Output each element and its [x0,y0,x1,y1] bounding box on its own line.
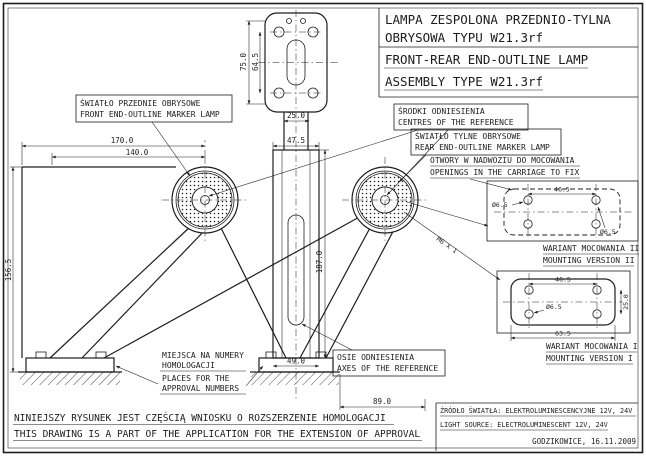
mounting-plate-top-view [264,12,328,113]
source-en: LIGHT SOURCE: ELECTROLUMINESCENT 12V, 24… [440,421,608,429]
label-openings-en: OPENINGS IN THE CARRIAGE TO FIX [430,168,579,177]
title-pl-line1: LAMPA ZESPOLONA PRZEDNIO-TYLNA [385,12,611,27]
front-outline-lamp [161,156,249,244]
label-mounting-variant-2: WARIANT MOCOWANIA II MOUNTING VERSION II [543,244,640,267]
label-front-lamp-en: FRONT END-OUTLINE MARKER LAMP [80,110,220,119]
dim-base-span-89: 89.0 [339,374,426,411]
front-view-body [21,166,398,359]
dim-v2-46-5-text: 46.5 [554,186,570,194]
label-variant2-en: MOUNTING VERSION II [543,256,635,265]
label-approval-en2: APPROVAL NUMBERS [162,384,239,393]
dim-75-text: 75.0 [239,52,248,71]
dim-overall-width-170: 170.0 [21,136,206,165]
title-en-line1: FRONT-REAR END-OUTLINE LAMP [385,52,588,67]
label-front-lamp: ŚWIATŁO PRZEDNIE OBRYSOWE FRONT END-OUTL… [75,94,233,177]
dim-v1-25-text: 25.0 [622,294,630,310]
label-rear-lamp-pl: ŚWIATŁO TYLNE OBRYSOWE [415,130,521,141]
dim-post-height-187: 187.0 [315,149,329,359]
label-reference-axes: OSIE ODNIESIENIA AXES OF THE REFERENCE [301,323,446,377]
lamp-post-side-view [272,112,320,359]
screw-note-text: M6 x 1 [435,235,459,255]
label-axes-en: AXES OF THE REFERENCE [337,364,438,373]
label-variant2-pl: WARIANT MOCOWANIA II [543,244,640,253]
label-approval-en1: PLACES FOR THE [162,374,230,383]
dim-post-base-49: 49.0 [272,357,320,368]
dim-25-plate-text: 25.0 [287,111,306,120]
label-reference-centres: ŚRODKI ODNIESIENIA CENTRES OF THE REFERE… [208,103,529,197]
dim-140-text: 140.0 [126,148,149,157]
screw-note: M6 x 1 [403,201,501,281]
place-date: GODZIKOWICE, 16.11.2009 [532,437,636,446]
label-front-lamp-pl: ŚWIATŁO PRZEDNIE OBRYSOWE [80,97,201,108]
dim-plate-height-75: 75.0 [239,20,265,105]
source-pl: ŹRÓDŁO ŚWIATŁA: ELEKTROLUMINESCENCYJNE 1… [440,406,632,415]
dim-v2-hole-b-text: Ø6.5 [600,228,616,236]
dim-156-5-text: 156.5 [4,259,13,282]
label-approval-pl2: HOMOLOGACJI [162,361,215,370]
dim-47-5-text: 47.5 [287,136,305,145]
footer-notes: NINIEJSZY RYSUNEK JEST CZĘŚCIĄ WNIOSKU O… [13,412,422,441]
title-en-line2: ASSEMBLY TYPE W21.3rf [385,74,543,89]
label-approval-places: MIEJSCA NA NUMERY HOMOLOGACJI PLACES FOR… [115,351,264,395]
label-approval-pl1: MIEJSCA NA NUMERY [162,351,244,360]
label-variant1-pl: WARIANT MOCOWANIA I [546,342,638,351]
dim-64-5-text: 64.5 [251,53,260,71]
dim-post-width-47-5: 47.5 [272,136,320,150]
mounting-variant-1-detail: 46.5 Ø6.5 25.0 63.5 [496,270,631,341]
title-pl-line2: OBRYSOWA TYPU W21.3rf [385,30,543,45]
axis-centerlines [204,10,338,400]
dim-187-text: 187.0 [315,250,324,273]
label-axes-pl: OSIE ODNIESIENIA [337,353,414,362]
dim-v1-63-5-text: 63.5 [555,330,571,338]
dim-plate-holes-64-5: 64.5 [251,31,262,94]
source-block: ŹRÓDŁO ŚWIATŁA: ELEKTROLUMINESCENCYJNE 1… [435,402,638,451]
label-rear-lamp: ŚWIATŁO TYLNE OBRYSOWE REAR END-OUTLINE … [398,128,562,183]
label-centres-pl: ŚRODKI ODNIESIENIA [398,105,485,116]
mounting-variant-2-detail: 46.5 Ø6.5 Ø6.5 [486,180,639,242]
label-variant1-en: MOUNTING VERSION I [546,354,633,363]
label-openings-pl: OTWORY W NADWOZIU DO MOCOWANIA [430,156,575,165]
dim-lamp-span-140: 140.0 [51,148,206,165]
label-openings: OTWORY W NADWOZIU DO MOCOWANIA OPENINGS … [430,156,580,191]
label-centres-en: CENTRES OF THE REFERENCE [398,118,514,127]
title-block: LAMPA ZESPOLONA PRZEDNIO-TYLNA OBRYSOWA … [378,8,638,98]
rear-outline-lamp [341,156,429,244]
dim-v1-hole-text: Ø6.5 [546,303,562,311]
dim-v2-hole-a-text: Ø6.5 [492,201,508,209]
note-en: THIS DRAWING IS A PART OF THE APPLICATIO… [14,429,420,440]
dim-89-text: 89.0 [373,397,392,406]
dim-49-text: 49.0 [287,357,306,366]
note-pl: NINIEJSZY RYSUNEK JEST CZĘŚCIĄ WNIOSKU O… [14,412,386,424]
dim-plate-slot-25: 25.0 [283,111,310,123]
dim-body-height-156-5: 156.5 [4,166,22,373]
dim-170-text: 170.0 [111,136,134,145]
dim-v1-46-5-text: 46.5 [555,276,571,284]
label-rear-lamp-en: REAR END-OUTLINE MARKER LAMP [415,143,550,152]
label-mounting-variant-1: WARIANT MOCOWANIA I MOUNTING VERSION I [546,342,638,365]
left-base-plate [18,351,122,385]
